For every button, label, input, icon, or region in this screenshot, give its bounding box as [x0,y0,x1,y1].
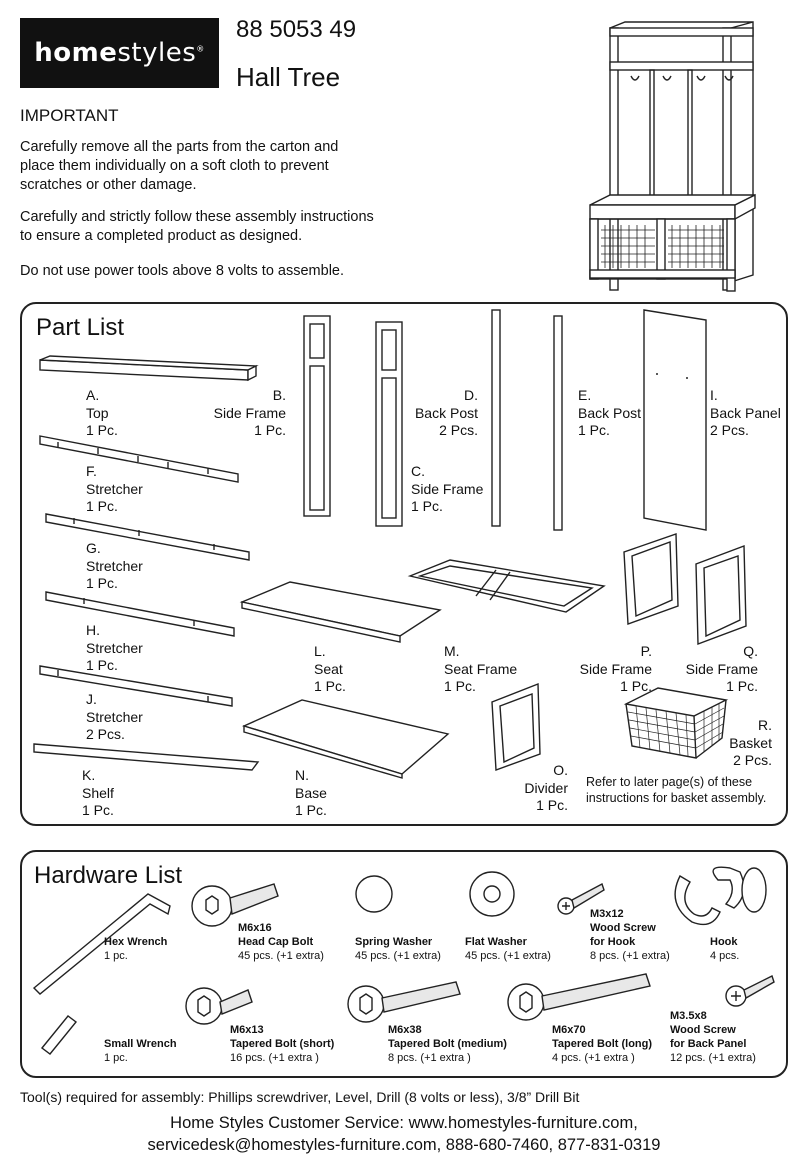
product-number: 88 5053 49 [236,16,357,43]
part-i-back-panel-drawing [643,309,707,531]
panel-screw-icon [725,975,775,1007]
part-k-shelf-drawing [33,743,260,771]
hook-icon [674,866,767,926]
part-d-back-post-drawing [491,309,501,527]
part-l-seat-drawing [239,581,442,643]
flat-washer-icon [469,871,515,917]
part-b-side-frame-drawing [303,315,331,517]
part-e-back-post-drawing [553,315,563,531]
intro-paragraph-2: Carefully and strictly follow these asse… [20,209,374,244]
spring-washer-icon [355,875,393,913]
part-r-basket-drawing [623,687,729,759]
part-list-title: Part List [36,314,125,341]
part-j-stretcher-drawing [39,665,233,707]
product-name: Hall Tree [236,62,341,92]
tools-required: Tool(s) required for assembly: Phillips … [20,1089,580,1105]
head-cap-bolt-icon [191,883,279,927]
part-p-side-frame-drawing [623,533,679,625]
customer-service-line-1: Home Styles Customer Service: www.homest… [170,1114,638,1132]
intro-paragraph-1: Carefully remove all the parts from the … [20,139,339,193]
part-n-base-drawing [242,699,450,779]
part-m-seat-frame-drawing [407,559,606,613]
tapered-bolt-long-icon [507,973,651,1021]
intro-paragraph-3: Do not use power tools above 8 volts to … [20,263,345,279]
small-wrench-icon [40,1015,78,1055]
part-q-side-frame-drawing [695,544,747,646]
tapered-bolt-short-icon [185,987,253,1025]
part-f-stretcher-drawing [39,435,239,483]
part-c-side-frame-drawing [375,321,403,527]
brand-logo: homestyles® [20,18,219,88]
tapered-bolt-medium-icon [347,981,461,1023]
hex-wrench-icon [32,893,171,995]
hardware-list-title: Hardware List [34,862,183,889]
part-g-stretcher-drawing [45,513,250,561]
part-h-stretcher-drawing [45,591,235,637]
hall-tree-illustration [589,21,756,292]
hook-screw-icon [557,882,605,915]
important-heading: IMPORTANT [20,106,119,125]
part-o-divider-drawing [491,682,541,771]
hardware-list-panel [20,850,788,1078]
part-a-top-drawing [39,355,259,382]
customer-service-line-2: servicedesk@homestyles-furniture.com, 88… [147,1136,661,1154]
